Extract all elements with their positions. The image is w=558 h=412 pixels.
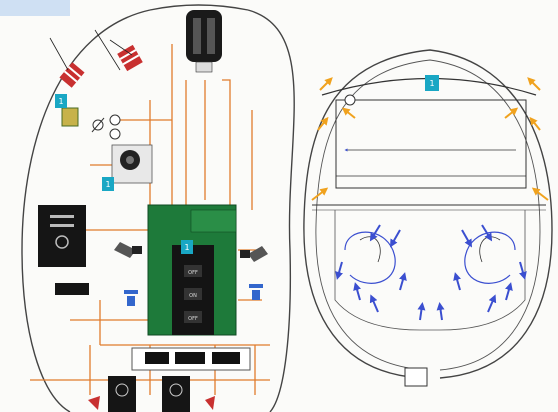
svg-text:1: 1: [429, 79, 434, 88]
airflow-arrow: [504, 107, 519, 119]
module-switch-label: OFF: [188, 270, 198, 276]
seat-left: [359, 236, 381, 263]
bottom-gauge-right: [162, 376, 190, 412]
marker-badge: [425, 75, 439, 91]
airflow-arrow: [527, 77, 541, 91]
red-pointer: [88, 396, 100, 410]
top-fan-unit: [186, 10, 222, 73]
airflow-arrow: [529, 116, 541, 131]
left-fuselage-outline: [21, 9, 295, 412]
valve-icon: [249, 284, 263, 300]
airflow-arrow: [341, 107, 356, 119]
red-device-left: [59, 62, 85, 88]
nozzle-icon: [240, 246, 268, 262]
bottom-gauge-left: [108, 376, 136, 412]
airflow-arrow: [390, 229, 401, 248]
left-diagram: OFF ON OFF: [0, 0, 295, 412]
airflow-arrow: [481, 224, 493, 242]
yellow-arrow-group: [311, 77, 549, 201]
red-device-top: [117, 44, 143, 72]
upper-compartment: [335, 99, 527, 189]
outlet-circle: [344, 94, 356, 106]
airflow-arrow: [417, 302, 426, 321]
gauge-icon: [111, 144, 153, 184]
module-switch-label: ON: [189, 293, 197, 299]
airflow-arrow: [311, 187, 329, 201]
module-switches: OFF ON OFF: [184, 265, 202, 323]
airflow-arrow: [369, 294, 379, 313]
airflow-arrow: [453, 272, 461, 291]
airflow-arrow: [335, 261, 343, 280]
bottom-nub: [404, 367, 428, 387]
right-cabin-outline: [303, 49, 553, 379]
svg-text:1: 1: [184, 243, 189, 252]
left-fuselage-nose: [149, 4, 249, 11]
marker-badge: 1: [102, 177, 114, 191]
right-inner-outline: [315, 59, 541, 371]
top-left-banner: [0, 0, 70, 16]
airflow-arrow: [353, 282, 361, 301]
bottom-button-row: [131, 347, 251, 371]
marker-badge: 1: [55, 94, 67, 108]
lower-bay: [334, 210, 526, 331]
switch-cluster: [91, 114, 121, 140]
svg-text:1: 1: [105, 180, 110, 189]
small-control-bar: [55, 283, 89, 295]
airflow-arrow: [436, 302, 445, 321]
sensor-icon: [61, 107, 79, 127]
nozzle-icon: [114, 242, 142, 258]
marker-badge: 1: [181, 240, 193, 254]
airflow-arrow: [461, 229, 472, 248]
airflow-arrow: [369, 224, 381, 242]
right-diagram: 1: [303, 49, 553, 387]
valve-icon: [124, 290, 138, 306]
airflow-arrow: [399, 272, 407, 291]
airflow-arrow: [487, 294, 497, 313]
svg-text:1: 1: [58, 97, 63, 106]
airflow-swirl-right: [464, 231, 516, 284]
airflow-swirl-left: [344, 231, 396, 284]
red-pointer: [205, 396, 215, 410]
module-switch-label: OFF: [188, 316, 198, 322]
callout-lines: [49, 29, 133, 71]
airflow-arrow: [519, 261, 527, 280]
blue-arrow-group: [335, 224, 527, 321]
airflow-arrow: [531, 187, 549, 201]
airflow-arrow: [319, 77, 333, 91]
airflow-arrow: [317, 116, 329, 131]
airflow-arrow: [505, 282, 513, 301]
display-panel: [38, 205, 86, 267]
seat-right: [479, 236, 501, 263]
green-control-panel: OFF ON OFF: [147, 204, 237, 336]
